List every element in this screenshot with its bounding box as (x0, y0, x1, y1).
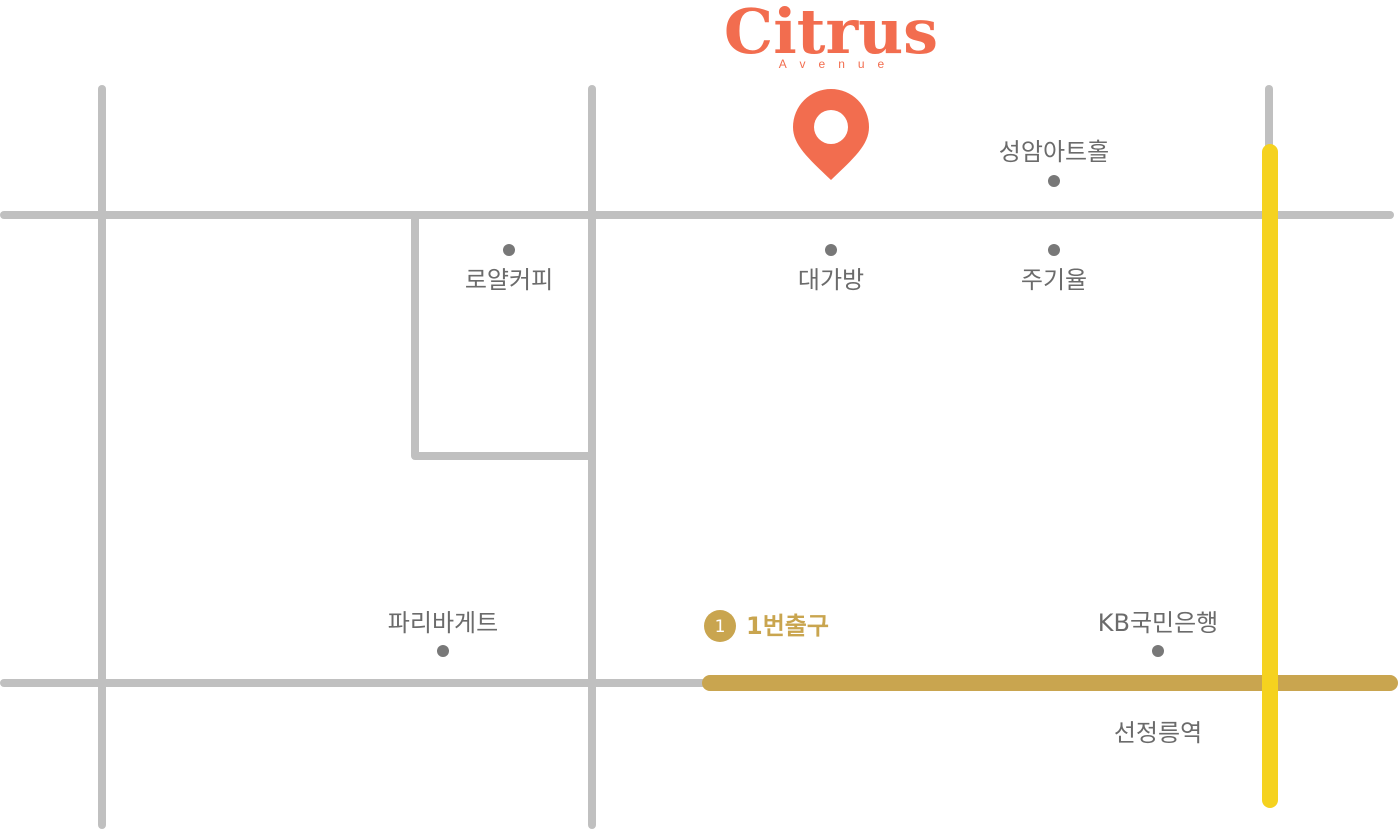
exit-number: 1 (715, 617, 726, 637)
subway-exit-1: 1 1번출구 (704, 610, 829, 642)
place-label: KB국민은행 (1098, 609, 1219, 637)
map-pin-icon[interactable] (793, 89, 869, 180)
place-marker-jugiyul: 주기율 (1021, 244, 1087, 294)
exit-label: 1번출구 (746, 612, 829, 640)
location-dot-icon (825, 244, 837, 256)
road-network (0, 85, 1394, 829)
place-marker-royal-coffee: 로얄커피 (465, 244, 553, 294)
location-dot-icon (1048, 244, 1060, 256)
station-name: 선정릉역 (1114, 719, 1202, 747)
place-marker-daegabang: 대가방 (798, 244, 864, 294)
location-dot-icon (437, 645, 449, 657)
place-label: 파리바게트 (388, 609, 498, 637)
exit-number-badge (704, 610, 736, 642)
location-dot-icon (1048, 175, 1060, 187)
brand-logo: Citrus Avenue (724, 0, 938, 71)
place-label: 성암아트홀 (999, 138, 1109, 166)
place-label: 주기율 (1021, 266, 1087, 294)
location-dot-icon (503, 244, 515, 256)
place-marker-seongam-art-hall: 성암아트홀 (999, 138, 1109, 187)
place-marker-paris-baguette: 파리바게트 (388, 609, 498, 657)
brand-name: Citrus (724, 0, 938, 68)
place-label: 대가방 (798, 266, 864, 294)
road-alley (411, 211, 596, 460)
place-marker-kb-bank: KB국민은행 (1098, 609, 1219, 657)
brand-subtitle: Avenue (779, 57, 897, 71)
location-dot-icon (1152, 645, 1164, 657)
place-label: 로얄커피 (465, 266, 553, 294)
